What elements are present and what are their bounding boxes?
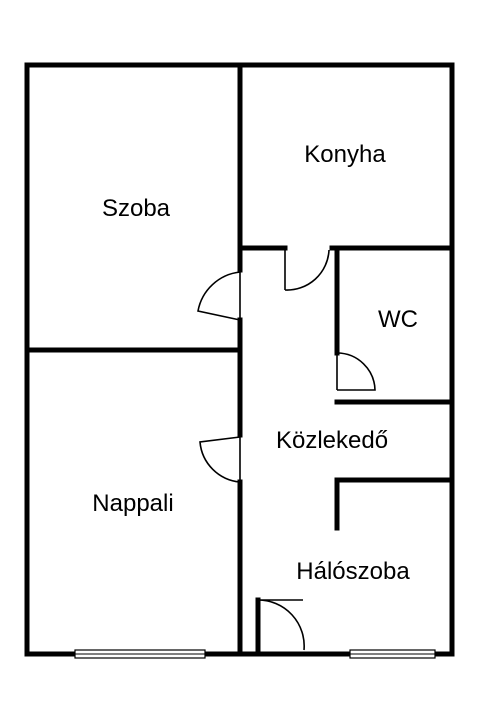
door-haloszoba — [257, 599, 305, 651]
door-wc — [336, 352, 376, 391]
door-szoba — [197, 271, 241, 321]
room-label-kozlekedo: Közlekedő — [275, 427, 389, 454]
room-label-szoba: Szoba — [101, 195, 171, 222]
room-label-haloszoba: Hálószoba — [296, 558, 410, 585]
door-konyha — [284, 249, 330, 291]
room-label-wc: WC — [378, 306, 418, 333]
window-haloszoba — [349, 649, 436, 659]
interior-walls — [24, 62, 455, 657]
door-nappali — [199, 436, 241, 483]
room-label-nappali: Nappali — [92, 490, 174, 517]
room-label-konyha: Konyha — [304, 141, 386, 168]
window-nappali — [74, 649, 206, 659]
